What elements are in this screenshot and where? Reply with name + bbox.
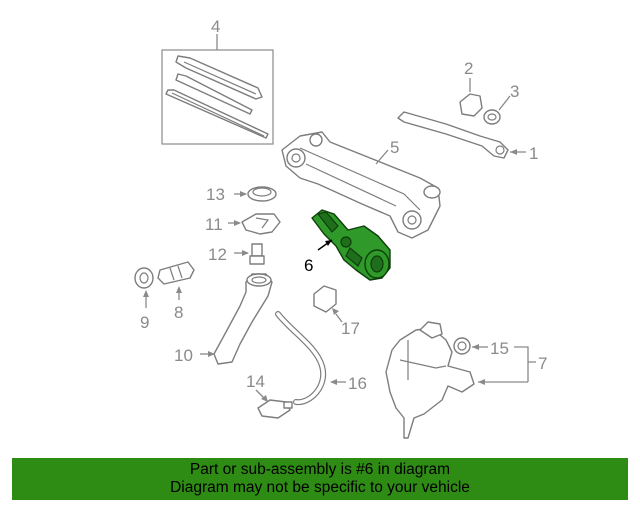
part-11-clip[interactable] [241,213,281,235]
part-9-grommet[interactable] [134,267,154,289]
callout-6: 6 [304,256,313,275]
part-12-connector[interactable] [249,243,265,265]
callout-1: 1 [529,144,538,163]
part-15-cap[interactable] [453,337,471,355]
callout-16: 16 [348,374,367,393]
callout-12: 12 [208,245,227,264]
callout-11: 11 [205,215,223,234]
callout-7: 7 [538,354,547,373]
part-17-sensor[interactable] [313,285,337,313]
part-8-washer-pump[interactable] [157,261,195,285]
part-13-cap[interactable] [247,186,277,202]
callout-13: 13 [206,185,225,204]
callout-3: 3 [510,82,519,101]
callout-8: 8 [174,303,183,322]
callout-9: 9 [140,313,149,332]
part-10-filler-neck[interactable] [213,273,273,365]
callout-14: 14 [246,372,265,391]
part-2-arm-cap[interactable] [459,93,483,117]
callout-5: 5 [390,138,399,157]
footer-line-2: Diagram may not be specific to your vehi… [170,479,470,496]
callout-15: 15 [490,339,509,358]
footer-line-1: Part or sub-assembly is #6 in diagram [189,461,451,478]
footer-banner: Part or sub-assembly is #6 in diagram Di… [12,458,628,500]
part-5-wiper-linkage[interactable] [281,131,441,239]
part-3-nut[interactable] [483,109,501,125]
part-1-wiper-arm[interactable] [397,111,509,159]
part-14-nozzle[interactable] [257,399,293,419]
parts-diagram: 4 2 3 1 5 6 13 11 12 10 9 8 17 16 14 15 … [134,17,547,439]
part-16-washer-hose[interactable] [275,311,327,406]
part-7-washer-reservoir[interactable] [385,321,475,439]
callout-2: 2 [464,59,473,78]
callout-4: 4 [211,17,220,36]
part-4-wiper-blades[interactable] [161,49,274,145]
part-6-wiper-motor[interactable] [311,209,391,281]
callout-17: 17 [341,319,360,338]
callout-10: 10 [174,346,193,365]
